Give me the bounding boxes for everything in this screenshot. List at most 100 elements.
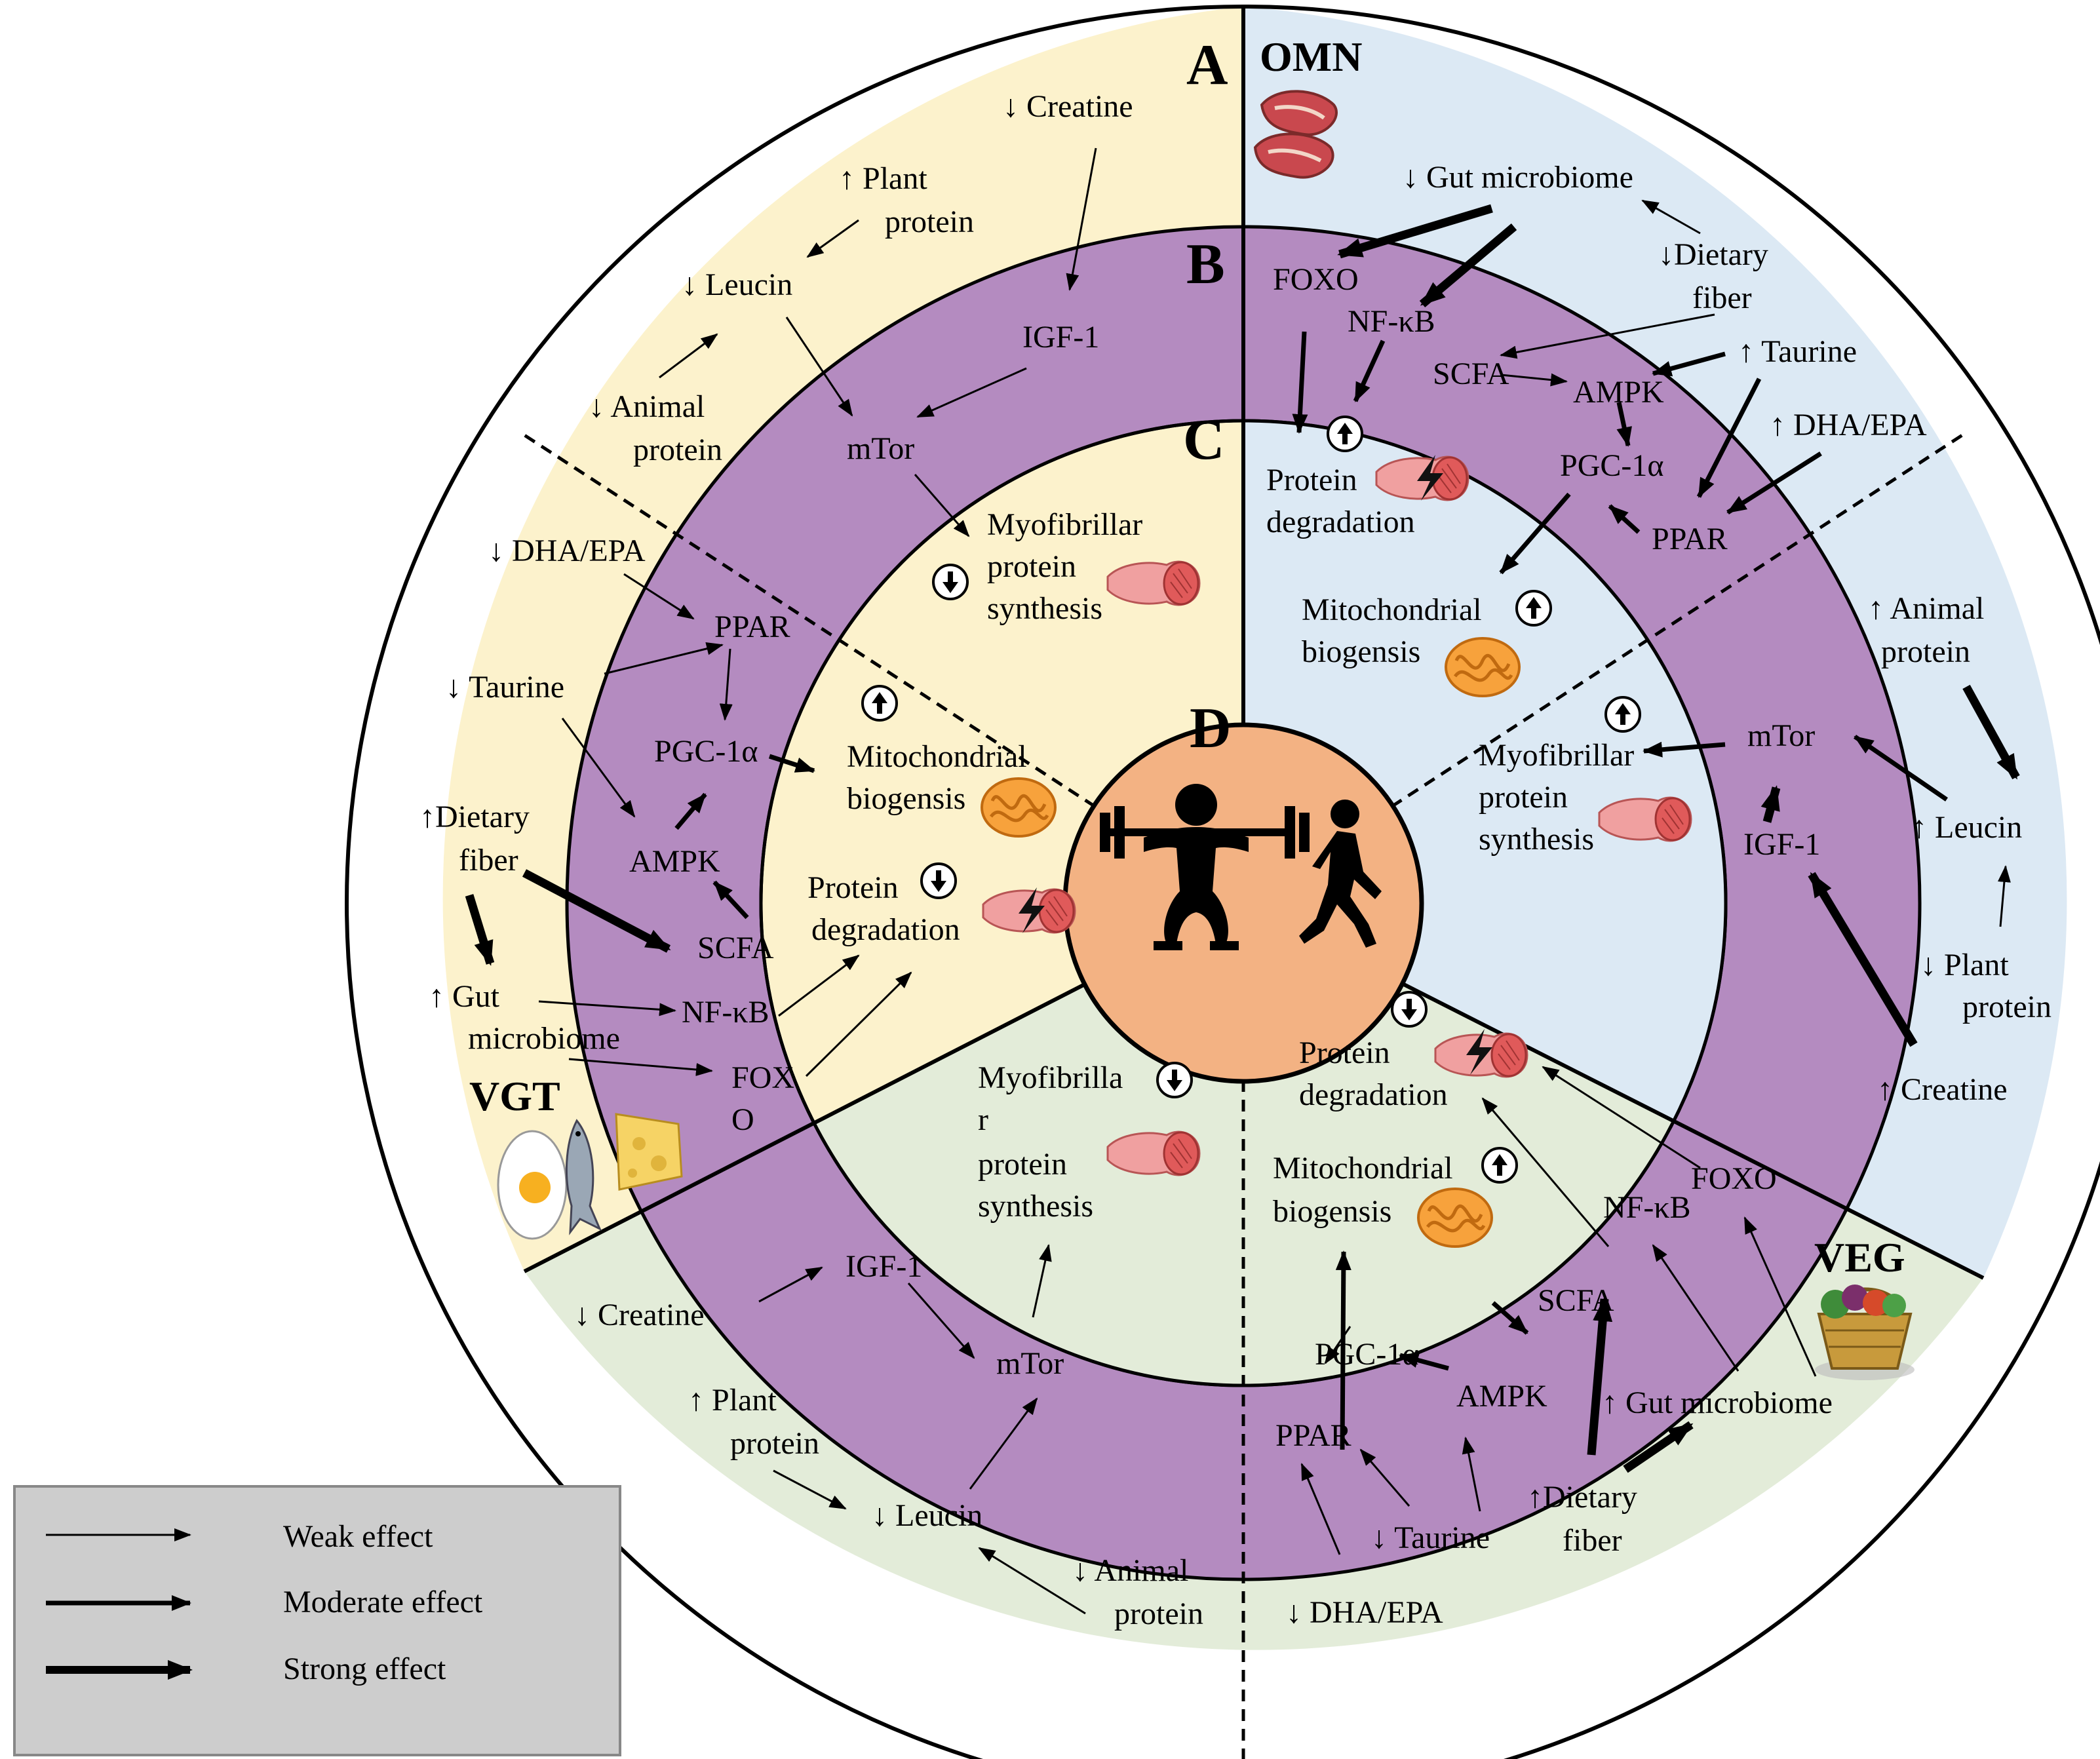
strong-effect-arrow <box>1962 684 2020 780</box>
omn-mitochondrial-biogenesis: biogensis <box>1302 634 1420 669</box>
weak-effect-arrow <box>1500 373 1568 387</box>
weak-effect-arrow <box>1300 1463 1341 1555</box>
veg-taurine: ↓ Taurine <box>1371 1520 1490 1555</box>
exercise-center <box>1062 722 1424 1084</box>
weak-effect-arrow <box>969 1397 1038 1490</box>
strong-effect-arrow <box>1623 1421 1694 1473</box>
runner-icon <box>1299 800 1382 948</box>
veg-pgc1a: PGC-1α <box>1315 1337 1419 1372</box>
omn-myofibrillar-synthesis: protein <box>1479 780 1568 815</box>
moderate-effect-arrow <box>1726 452 1822 514</box>
weak-effect-arrow <box>538 1000 676 1016</box>
weak-effect-arrow <box>719 648 733 721</box>
diet-label-vgt: VGT <box>469 1073 560 1119</box>
weak-effect-arrow <box>758 1266 823 1303</box>
omn-taurine: ↑ Taurine <box>1738 334 1857 369</box>
weak-effect-arrow <box>1324 1326 1351 1364</box>
omn-dha-epa: ↑ DHA/EPA <box>1770 408 1927 442</box>
omn-plant-protein: protein <box>1962 990 2051 1024</box>
vgt-ampk: AMPK <box>629 844 720 879</box>
veg-ppar: PPAR <box>1275 1418 1351 1453</box>
omn-mitochondrial-biogenesis: Mitochondrial <box>1302 592 1482 627</box>
weak-effect-arrow <box>1997 865 2011 927</box>
panel-letter-d: D <box>1190 697 1232 760</box>
veg-animal-protein: ↓ Animal <box>1072 1553 1188 1588</box>
diet-labels: OMN VGT VEG <box>469 33 1915 1380</box>
down-arrow-circle-icon <box>932 564 969 600</box>
vgt-pgc1a: PGC-1α <box>654 734 758 769</box>
moderate-effect-arrow <box>1292 331 1308 434</box>
veg-protein-degradation: Protein <box>1299 1035 1390 1070</box>
omn-leucin: ↑ Leucin <box>1911 810 2022 845</box>
weak-effect-arrow <box>978 1547 1086 1615</box>
veg-dha-epa: ↓ DHA/EPA <box>1286 1595 1443 1630</box>
legend-weak: Weak effect <box>283 1519 433 1554</box>
weak-effect-arrow <box>1032 1244 1052 1318</box>
omn-pgc1a: PGC-1α <box>1560 448 1664 483</box>
moderate-effect-arrow <box>712 880 749 919</box>
weak-effect-arrow <box>806 219 859 258</box>
vgt-mitochondrial-biogenesis: Mitochondrial <box>847 739 1027 774</box>
veg-plant-protein: ↑ Plant <box>688 1383 777 1418</box>
omn-foxo: FOXO <box>1273 262 1359 297</box>
legend-moderate: Moderate effect <box>283 1585 483 1619</box>
vgt-animal-protein: protein <box>633 433 722 467</box>
vgt-mtor: mTor <box>847 431 914 466</box>
steak-icon <box>1253 90 1338 179</box>
down-arrow-circle-icon <box>1391 991 1428 1028</box>
up-arrow-circle-icon <box>1604 696 1641 733</box>
moderate-effect-arrow <box>1399 1352 1449 1371</box>
vgt-myofibrillar-synthesis: synthesis <box>987 591 1102 626</box>
vgt-myofibrillar-synthesis: protein <box>987 549 1076 584</box>
veg-dietary-fiber: fiber <box>1563 1523 1622 1558</box>
moderate-effect-arrow <box>1696 377 1762 498</box>
veg-dietary-fiber: ↑Dietary <box>1527 1480 1637 1515</box>
moderate-effect-arrow <box>1616 402 1632 447</box>
egg-icon <box>497 1130 568 1240</box>
panel-letter-a: A <box>1186 33 1228 97</box>
veg-foxo: FOXO <box>1691 1161 1777 1196</box>
vgt-dha-epa: ↓ DHA/EPA <box>488 533 646 568</box>
omn-igf1: IGF-1 <box>1743 827 1820 862</box>
mitochondria-icon <box>1446 638 1519 696</box>
up-arrow-circle-icon <box>1327 416 1363 452</box>
up-arrow-circle-icon <box>1481 1147 1518 1184</box>
muscle-icon <box>1598 796 1692 842</box>
vegan-labels: ↓ Creatine ↑ Plant protein ↓ Leucin ↓ An… <box>574 1035 1833 1631</box>
weak-effect-arrow <box>785 317 853 417</box>
veg-plant-protein: protein <box>730 1426 819 1461</box>
weak-effect-arrow <box>659 333 718 379</box>
diet-label-omn: OMN <box>1260 33 1362 80</box>
strong-effect-arrow <box>522 869 671 953</box>
omn-protein-degradation: degradation <box>1266 505 1415 539</box>
vgt-animal-protein: ↓ Animal <box>589 389 705 424</box>
veg-scfa: SCFA <box>1538 1283 1614 1318</box>
veg-igf1: IGF-1 <box>846 1249 922 1284</box>
vgt-foxo: FOX <box>731 1060 794 1095</box>
veg-mitochondrial-biogenesis: Mitochondrial <box>1273 1151 1453 1186</box>
veg-myofibrillar-synthesis: r <box>978 1102 988 1137</box>
vgt-gut-microbiome: ↑ Gut <box>429 979 500 1014</box>
weak-effect-arrow <box>568 1058 713 1076</box>
omn-animal-protein: ↑ Animal <box>1868 591 1984 626</box>
veg-myofibrillar-synthesis: Myofibrilla <box>978 1060 1123 1095</box>
strong-effect-arrow <box>465 894 495 966</box>
up-arrow-circle-icon <box>861 685 898 722</box>
veg-mitochondrial-biogenesis: biogensis <box>1273 1194 1391 1229</box>
weightlifter-icon <box>1100 784 1310 950</box>
veg-ampk: AMPK <box>1456 1379 1547 1414</box>
moderate-effect-arrow <box>768 754 815 773</box>
strong-effect-arrow <box>1419 223 1517 307</box>
vgt-gut-microbiome: microbiome <box>468 1021 620 1056</box>
veg-myofibrillar-synthesis: protein <box>978 1147 1067 1182</box>
veg-gut-microbiome: ↑ Gut microbiome <box>1602 1385 1833 1420</box>
omn-dietary-fiber: ↓Dietary <box>1658 237 1768 272</box>
vgt-nfkb: NF-κB <box>682 995 769 1030</box>
omn-dietary-fiber: fiber <box>1692 280 1752 315</box>
moderate-effect-arrow <box>674 792 707 830</box>
weak-effect-arrow <box>914 474 970 537</box>
vgt-scfa: SCFA <box>697 931 774 965</box>
omn-gut-microbiome: ↓ Gut microbiome <box>1403 160 1633 195</box>
panel-letters: A B C D <box>1183 33 1232 760</box>
vgt-dietary-fiber: ↑Dietary <box>419 800 530 834</box>
